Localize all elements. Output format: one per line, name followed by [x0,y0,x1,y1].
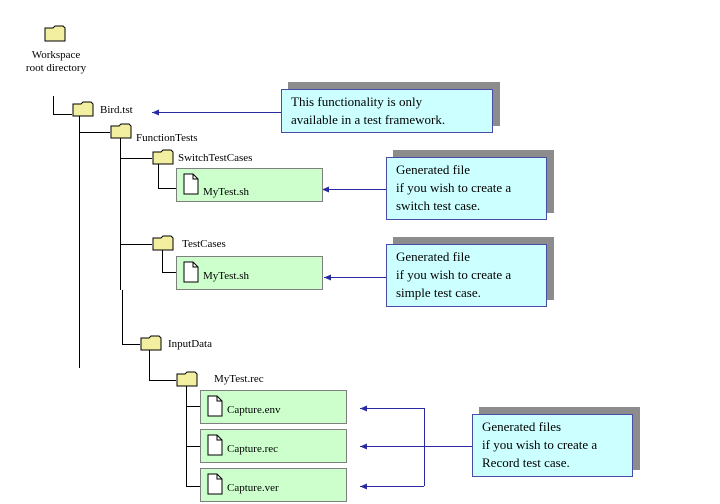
simple-note: Generated file if you wish to create a s… [386,237,554,307]
tree-line-switch-file [158,164,176,189]
folder-icon [110,123,132,139]
functiontests-label: FunctionTests [136,132,198,144]
capture-ver-file-box: Capture.ver [200,468,347,502]
framework-note-line-1: This functionality is only [291,94,423,109]
record-note: Generated files if you wish to create a … [472,407,640,477]
tree-line-bird [53,96,72,115]
switchtestcases-label: SwitchTestCases [178,152,253,164]
root-label-line-1: Workspace [31,49,81,61]
file-icon [207,395,223,417]
tree-line-capture-ver [186,386,200,487]
root-label-line-2: root directory [25,62,87,74]
folder-icon [176,371,198,387]
capture-env-file-box: Capture.env [200,390,347,424]
switch-note-line-2: if you wish to create a [396,180,512,195]
file-icon [183,173,199,195]
bird-tst-label: Bird.tst [100,104,133,116]
testcases-label: TestCases [182,238,226,250]
tree-line-inputdata [122,290,140,345]
folder-icon [140,335,162,351]
record-note-line-1: Generated files [482,419,562,434]
tree-line-mytest-rec [149,350,176,381]
switch-test-file-name: MyTest.sh [203,186,249,198]
simple-note-line-3: simple test case. [396,285,481,300]
simple-note-line-2: if you wish to create a [396,267,512,282]
file-icon [183,261,199,283]
testcases-file-box: MyTest.sh [176,256,323,290]
capture-rec-file-box: Capture.rec [200,429,347,463]
capture-rec-file-name: Capture.rec [227,443,278,455]
framework-note-line-2: available in a test framework. [291,112,446,127]
inputdata-label: InputData [168,338,212,350]
switch-test-file-box: MyTest.sh [176,168,323,202]
mytest-rec-label: MyTest.rec [214,373,264,385]
folder-icon [72,101,94,117]
switch-note: Generated file if you wish to create a s… [386,150,554,220]
note-box: Generated files if you wish to create a … [472,414,633,477]
switch-note-line-1: Generated file [396,162,470,177]
switch-note-line-3: switch test case. [396,198,481,213]
note-box: Generated file if you wish to create a s… [386,157,547,220]
tree-line-testcases-file [162,250,176,273]
note-box: Generated file if you wish to create a s… [386,244,547,307]
simple-note-line-1: Generated file [396,249,470,264]
folder-icon [44,25,66,42]
record-note-line-3: Record test case. [482,455,570,470]
folder-icon [152,149,174,165]
note-box: This functionality is only available in … [281,89,493,133]
file-icon [207,473,223,495]
file-icon [207,434,223,456]
framework-note: This functionality is only available in … [281,82,500,133]
record-note-line-2: if you wish to create a [482,437,598,452]
folder-icon [152,235,174,251]
capture-env-file-name: Capture.env [227,404,281,416]
testcases-file-name: MyTest.sh [203,270,249,282]
capture-ver-file-name: Capture.ver [227,482,279,494]
root-label: Workspace root directory [18,49,94,75]
